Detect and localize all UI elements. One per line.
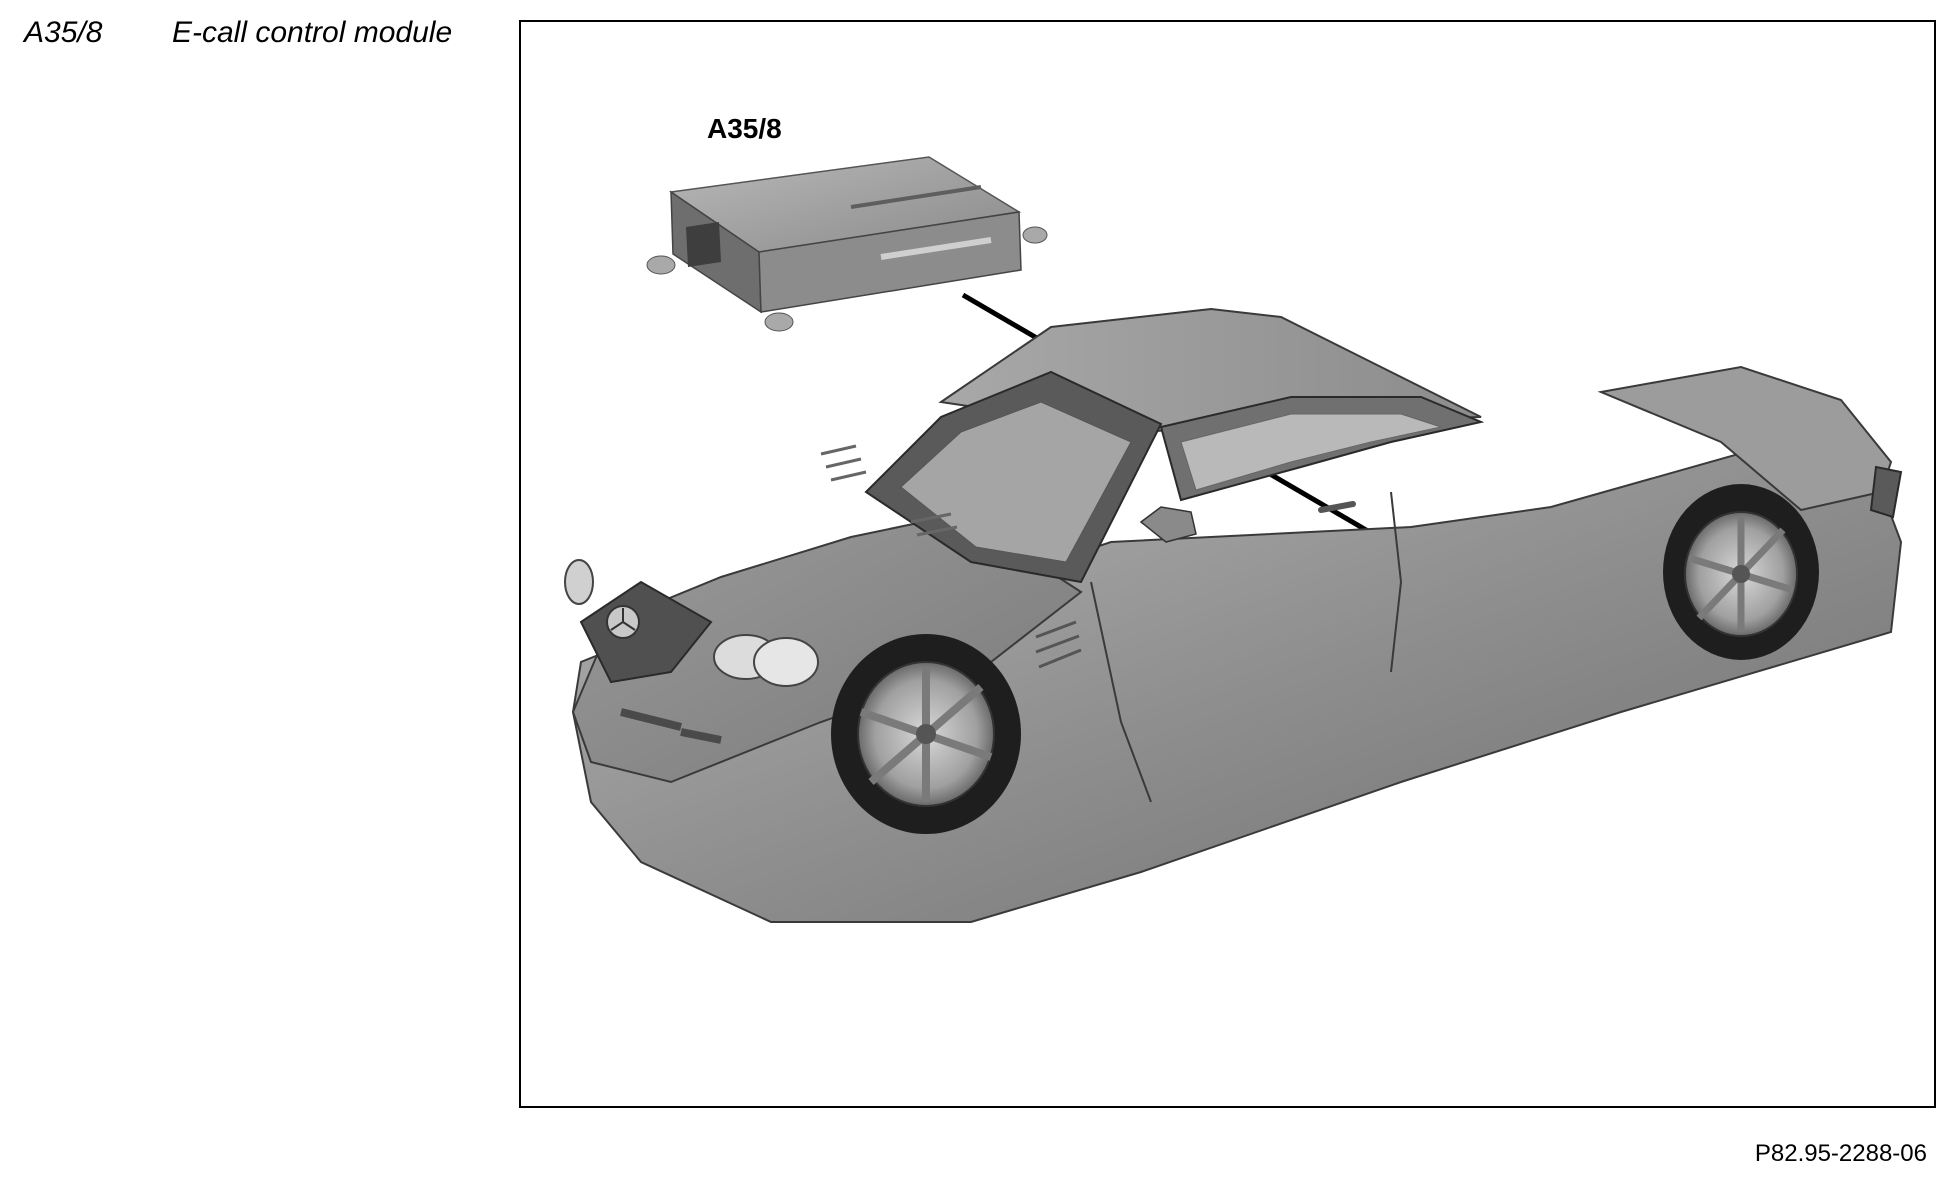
vehicle-illustration [564, 156, 1903, 923]
front-wheel [831, 634, 1021, 834]
figure-identifier: P82.95-2288-06 [1754, 1140, 1927, 1167]
car-front [564, 559, 819, 744]
callout-label: A35/8 [707, 113, 782, 144]
figure-frame: A35/8 [519, 20, 1936, 1108]
rear-wheel [1663, 484, 1819, 660]
ecall-module-graphic [646, 156, 1048, 332]
legend-component-code: A35/8 [24, 16, 103, 49]
rear-light [1869, 465, 1903, 519]
legend-component-description: E-call control module [172, 16, 453, 49]
